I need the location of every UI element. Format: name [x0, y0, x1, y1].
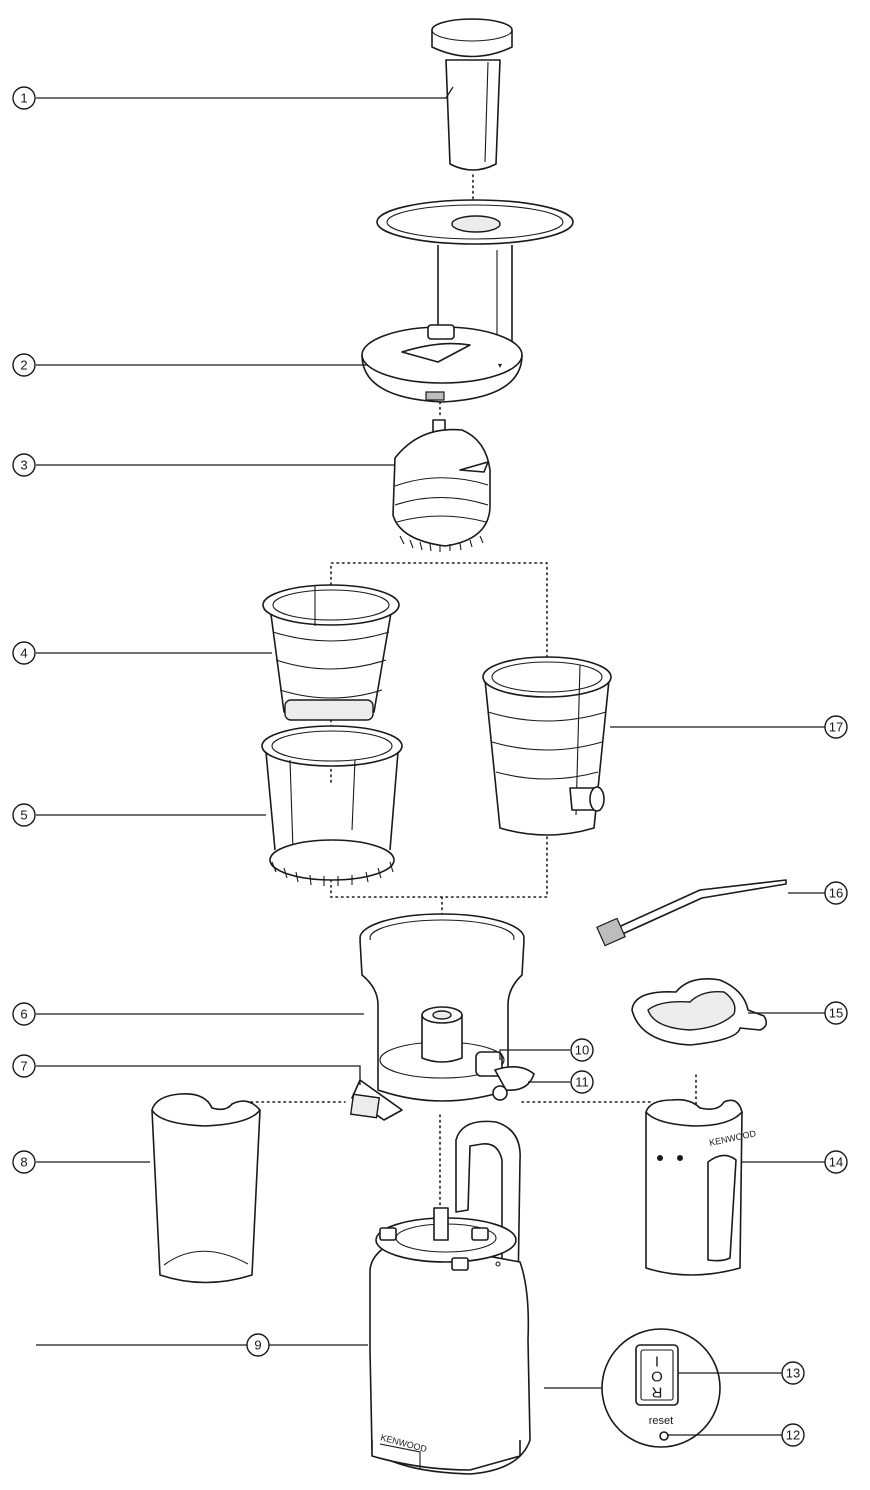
callout-11: 11: [570, 1070, 594, 1094]
callout-16-label: 16: [829, 886, 843, 901]
switch-on-label: I: [655, 1354, 659, 1371]
callout-3-label: 3: [20, 458, 27, 473]
juice-spout: [349, 1079, 403, 1121]
lid: ▾: [361, 199, 574, 403]
callout-12: 12: [781, 1423, 805, 1447]
callout-17-label: 17: [829, 720, 843, 735]
callout-4: 4: [12, 641, 36, 665]
callout-7-label: 7: [20, 1059, 27, 1074]
pulp-strainer: [631, 978, 768, 1046]
callout-7: 7: [12, 1054, 36, 1078]
callout-13: 13: [781, 1361, 805, 1385]
callout-14: 14: [824, 1150, 848, 1174]
switch-off-label: O: [651, 1369, 663, 1386]
callout-12-label: 12: [786, 1428, 800, 1443]
callout-5-label: 5: [20, 808, 27, 823]
callout-16: 16: [824, 881, 848, 905]
rotating-brush: [261, 725, 403, 886]
switch-detail: I O R reset: [544, 1328, 721, 1448]
juice-jug: [151, 1092, 261, 1284]
callout-6: 6: [12, 1002, 36, 1026]
cleaning-brush: [596, 879, 787, 947]
pulp-outlet: [475, 1051, 535, 1101]
motor-base: KENWOOD: [369, 1120, 531, 1475]
callout-5: 5: [12, 803, 36, 827]
svg-text:▾: ▾: [498, 361, 502, 370]
callout-14-label: 14: [829, 1155, 843, 1170]
callout-8: 8: [12, 1150, 36, 1174]
callout-3: 3: [12, 453, 36, 477]
leader-lines: [36, 86, 825, 1436]
callout-6-label: 6: [20, 1007, 27, 1022]
callout-2: 2: [12, 353, 36, 377]
pusher: [431, 18, 513, 171]
switch-r-label: R: [651, 1384, 662, 1401]
reset-label: reset: [649, 1415, 673, 1427]
pulp-container: KENWOOD: [645, 1098, 757, 1276]
callout-10: 10: [570, 1038, 594, 1062]
callout-4-label: 4: [20, 646, 27, 661]
callout-10-label: 10: [575, 1043, 589, 1058]
callout-8-label: 8: [20, 1155, 27, 1170]
callout-2-label: 2: [20, 358, 27, 373]
callout-15-label: 15: [829, 1006, 843, 1021]
auger: [392, 419, 491, 552]
callout-13-label: 13: [786, 1366, 800, 1381]
juicing-drum: [482, 656, 612, 836]
callout-1-label: 1: [20, 91, 27, 106]
callout-17: 17: [824, 715, 848, 739]
callout-9: 9: [246, 1333, 270, 1357]
fine-strainer: [262, 584, 400, 721]
callout-15: 15: [824, 1001, 848, 1025]
callout-1: 1: [12, 86, 36, 110]
callout-11-label: 11: [575, 1075, 589, 1090]
callout-9-label: 9: [254, 1338, 261, 1353]
